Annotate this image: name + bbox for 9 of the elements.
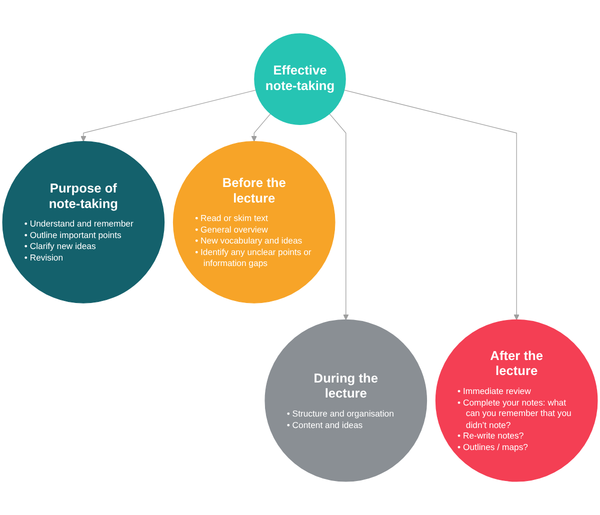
node-circle: Purpose of note-taking • Understand and remember • Outline important points • Clarify new ideas • Revision [2,141,165,304]
arrow [80,90,256,142]
node-circle: Effective note-taking [254,33,346,125]
node-circle: Before the lecture • Read or skim text • General overview • New vocabulary and ideas • Identify any unclear points or information gaps [172,141,336,304]
node-circle: During the lecture • Structure and organisation • Content and ideas [264,319,428,482]
arrow [329,113,349,320]
arrow [251,113,271,142]
arrow [344,90,520,320]
node-circle: After the lecture • Immediate review • Complete your notes: what can you remember that you didn’t note? • Re-write notes? • Outlines / maps? [435,319,598,482]
